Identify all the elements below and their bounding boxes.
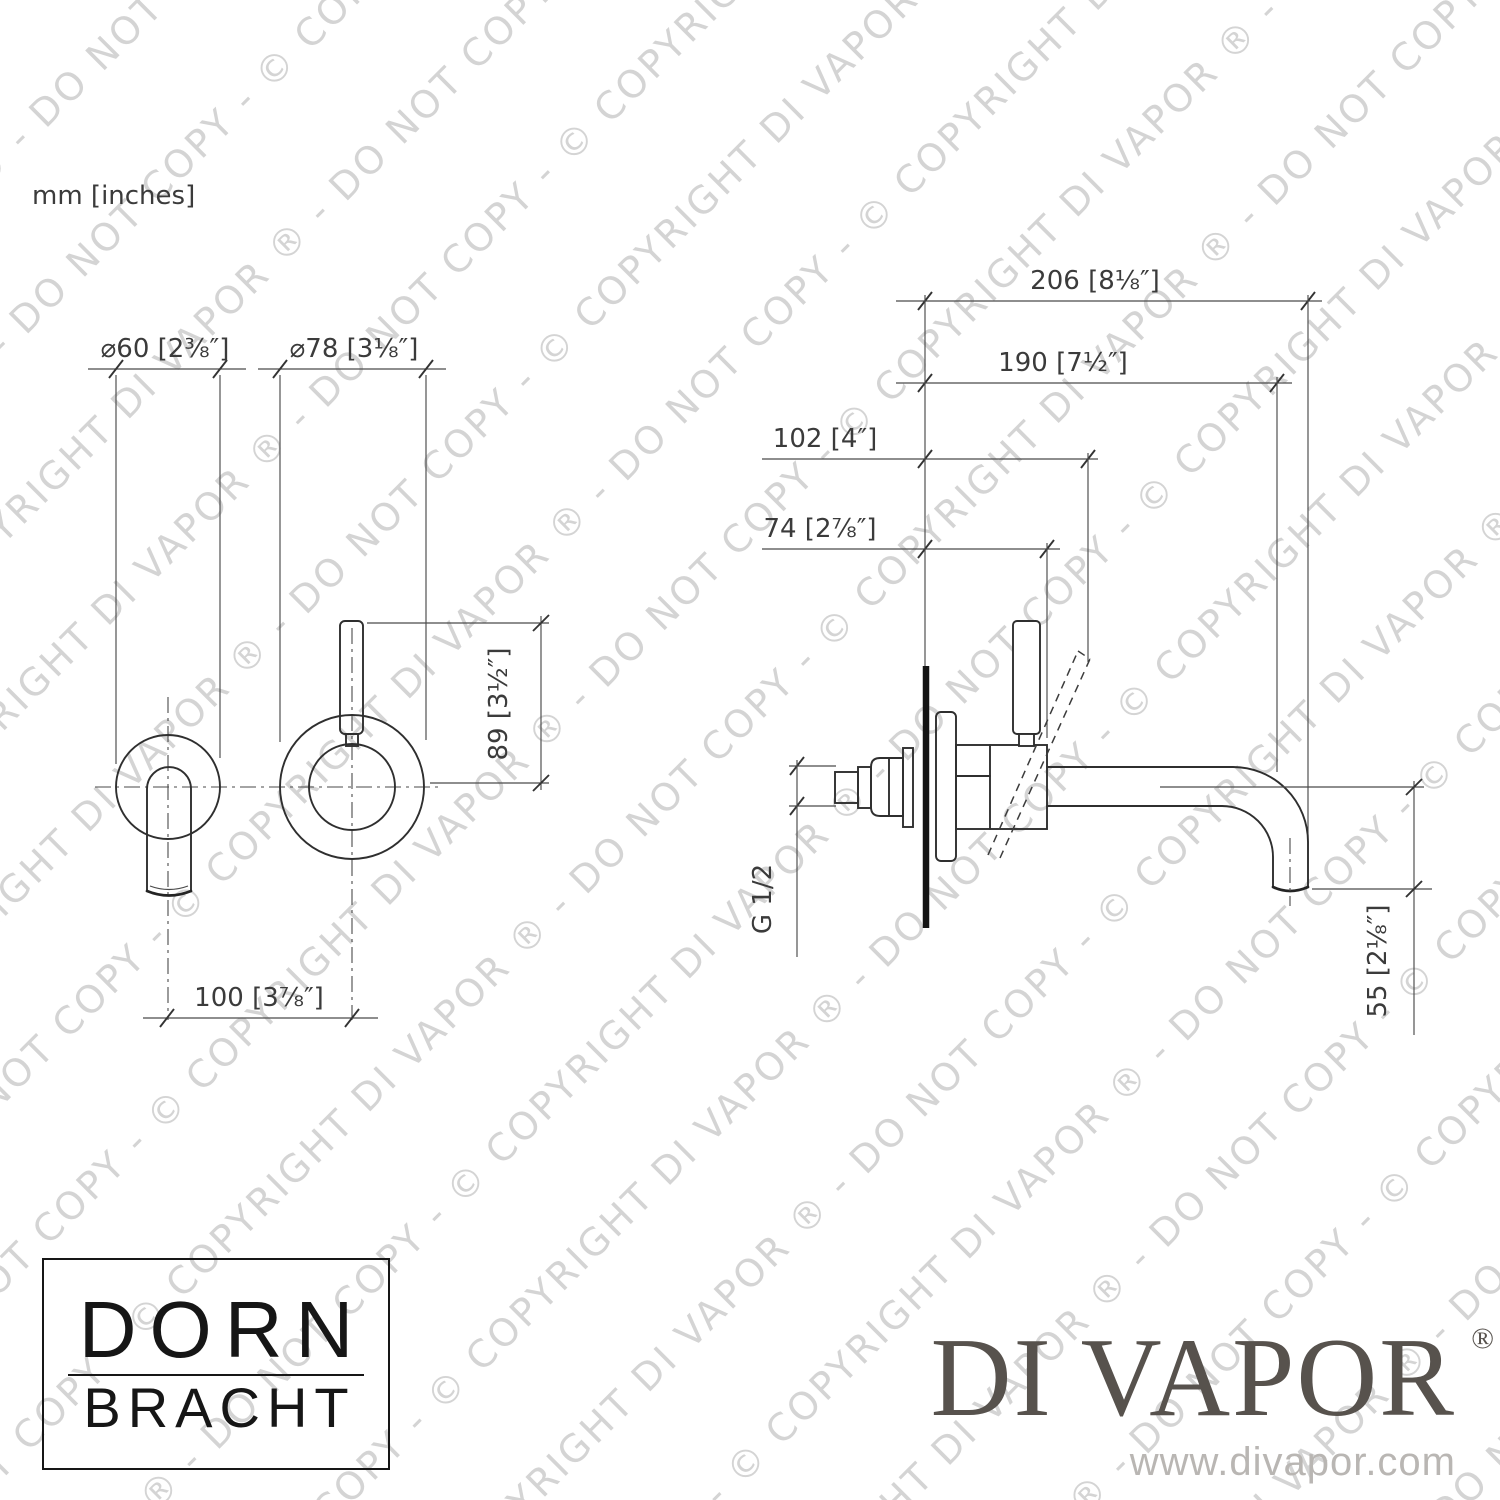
dim-label-102: 102 [4″] [773, 424, 877, 454]
dornbracht-logo-divider [68, 1374, 364, 1376]
dim-label-190: 190 [7½″] [998, 348, 1128, 378]
concealed-valve-body [834, 747, 914, 828]
dim-mixer-escutcheon-dia: ⌀78 [3⅛″] [258, 334, 446, 742]
dornbracht-logo-line1: DORN [78, 1285, 367, 1374]
units-label: mm [inches] [32, 181, 195, 211]
dim-label-74: 74 [2⅞″] [763, 514, 876, 544]
divapor-logo-name: DI VAPOR® [930, 1316, 1496, 1440]
escutcheon-side [935, 711, 957, 862]
dim-spout-projection: 190 [7½″] [896, 348, 1292, 772]
dim-label-dia78: ⌀78 [3⅛″] [290, 334, 419, 364]
spout-escutcheon-front [115, 734, 221, 840]
handle-open-position-dashed [987, 650, 1091, 859]
dornbracht-logo: DORN BRACHT [42, 1258, 390, 1470]
divapor-logo: DI VAPOR® www.divapor.com [930, 1316, 1496, 1485]
mixer-escutcheon-front [279, 714, 425, 860]
handle-front [339, 620, 364, 747]
handle-side [1012, 620, 1041, 747]
dim-spout-drop: 55 [2⅛″] [1160, 778, 1432, 1035]
dim-label-100: 100 [3⅞″] [194, 983, 324, 1013]
dim-overall-projection: 206 [8⅛″] [896, 266, 1322, 845]
spout-front [145, 766, 193, 897]
dim-label-206: 206 [8⅛″] [1030, 266, 1160, 296]
dim-label-55: 55 [2⅛″] [1363, 904, 1393, 1017]
dim-label-89: 89 [3½″] [484, 647, 514, 760]
front-centerlines [95, 628, 442, 1020]
dornbracht-logo-line2: BRACHT [83, 1376, 356, 1439]
dim-connection-thread: G 1/2 [748, 756, 836, 957]
mixer-body-side [955, 744, 1048, 830]
spout-side [1046, 766, 1310, 906]
dim-handle-open-projection: 102 [4″] [762, 424, 1098, 662]
front-view: ⌀60 [2⅜″] ⌀78 [3⅛″] [88, 334, 550, 1028]
dim-handle-projection: 74 [2⅞″] [762, 514, 1060, 738]
dim-label-dia60: ⌀60 [2⅜″] [101, 334, 230, 364]
mixer-collar-front [308, 743, 396, 831]
side-view: 206 [8⅛″] 190 [7½″] 102 [4″] [748, 266, 1432, 1035]
divapor-website-url: www.divapor.com [1129, 1440, 1456, 1484]
dim-spout-escutcheon-dia: ⌀60 [2⅜″] [88, 334, 246, 764]
dim-handle-height: 89 [3½″] [367, 614, 550, 792]
divapor-registered-mark: ® [1471, 1322, 1496, 1355]
dim-centres-spacing: 100 [3⅞″] [143, 983, 378, 1028]
dim-label-g12: G 1/2 [748, 864, 778, 934]
